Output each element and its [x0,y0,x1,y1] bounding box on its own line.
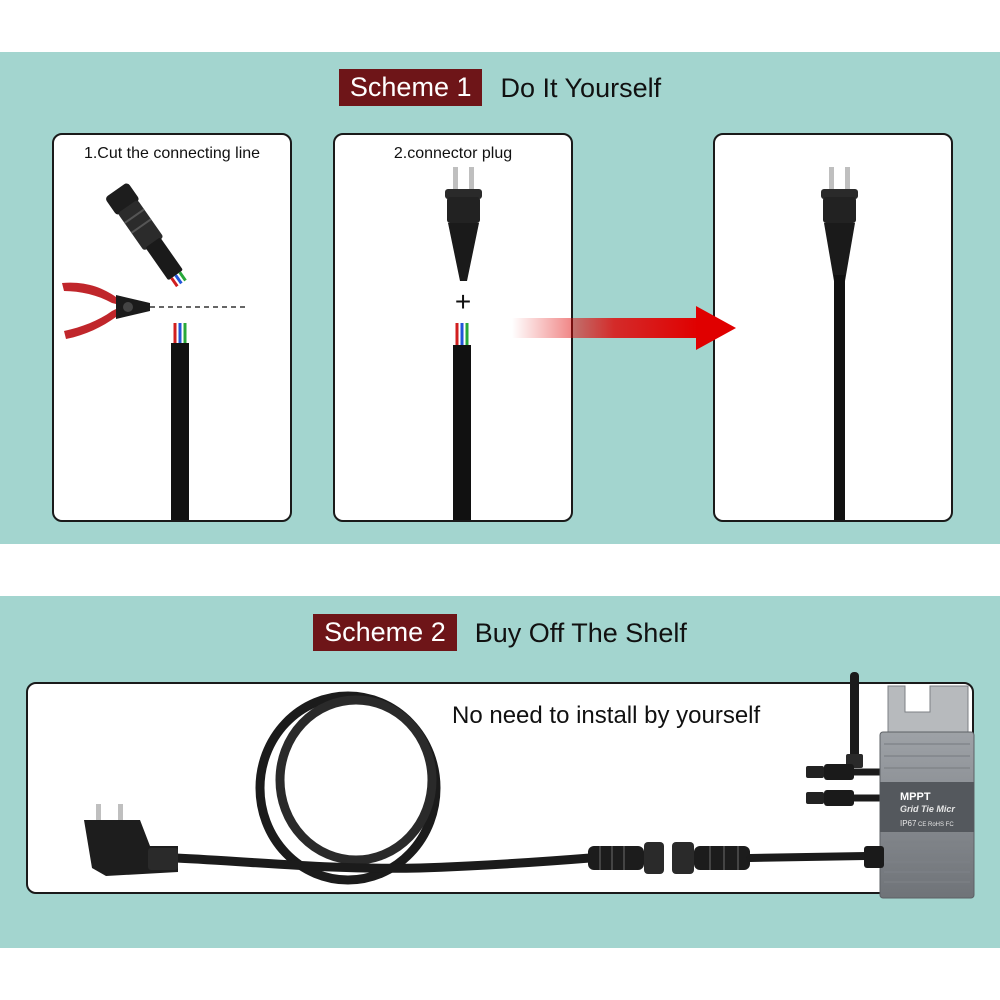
step2-illustration: + [445,167,482,520]
wire-stripper-icon [62,282,150,339]
scheme2-panel: No need to install by yourself [26,682,974,894]
step1-illustration [62,183,246,520]
scheme1-title: Do It Yourself [500,72,662,103]
scheme2-heading: Scheme 2 Buy Off The Shelf [0,614,1000,651]
euro-plug-icon [445,167,482,281]
step1-caption: 1.Cut the connecting line [83,145,261,162]
step2-panel: 2.connector plug + [333,133,573,522]
round-connector-icon [106,183,187,288]
assembled-plug-icon [821,167,858,281]
scheme2-title: Buy Off The Shelf [474,617,687,648]
step1-panel: 1.Cut the connecting line [52,133,292,522]
scheme1-badge: Scheme 1 [338,69,483,106]
step2-caption: 2.connector plug [393,145,513,162]
scheme2-note: No need to install by yourself [452,702,761,729]
scheme1-heading: Scheme 1 Do It Yourself [0,69,1000,106]
result-panel [713,133,953,522]
result-illustration [821,167,858,520]
plus-sign: + [455,286,471,317]
scheme2-badge: Scheme 2 [313,614,457,651]
